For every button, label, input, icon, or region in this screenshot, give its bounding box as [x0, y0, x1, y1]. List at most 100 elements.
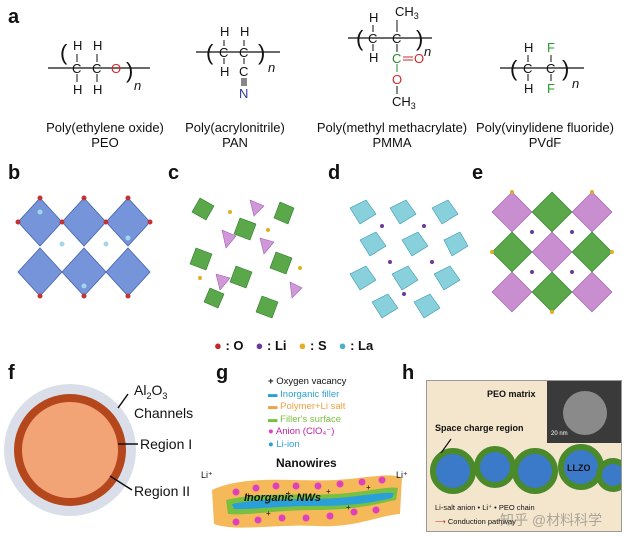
svg-text:C: C: [546, 61, 555, 76]
panel-h-frame: PEO matrix 20 nm Space charge region LLZ…: [426, 380, 622, 532]
svg-text:H: H: [524, 40, 533, 55]
watermark: 知乎 @材料科学: [500, 512, 603, 528]
atom-o: O: [111, 61, 121, 76]
legend-filler-surface: ▬ Filler's surface: [268, 413, 342, 425]
pmma-structure: ( H C H CH3 C C O O CH3 ) n: [348, 4, 432, 111]
polymer-caption-pvdf: Poly(vinylidene fluoride)PVdF: [475, 120, 614, 150]
panel-label-d: d: [328, 162, 341, 184]
svg-text:(: (: [510, 56, 518, 81]
svg-text:H: H: [220, 64, 229, 79]
svg-text:C: C: [392, 31, 401, 46]
llzo-particles: [430, 438, 621, 494]
panel-label-b: b: [8, 162, 21, 184]
svg-text:F: F: [547, 81, 555, 96]
bracket: ): [126, 58, 133, 83]
polymer-structures: ( H C H H C H O ) n ( H C H H C: [48, 4, 584, 111]
li-plus-left: Li⁺: [201, 470, 213, 480]
svg-text:n: n: [424, 44, 431, 59]
svg-text:H: H: [369, 50, 378, 65]
svg-text:CH3: CH3: [392, 94, 416, 111]
space-charge-label: Space charge region: [435, 423, 524, 433]
panel-label-f: f: [8, 362, 15, 384]
legend-s: ● : S: [298, 338, 327, 353]
atom-h: H: [93, 38, 102, 53]
svg-text:): ): [258, 40, 265, 65]
crystal-structures: [15, 190, 614, 319]
svg-text:C: C: [368, 31, 377, 46]
svg-text:C: C: [523, 61, 532, 76]
legend-oxygen-vacancy: + Oxygen vacancy: [268, 376, 347, 387]
svg-text:C: C: [219, 45, 228, 60]
crystal-structure-b: [15, 195, 153, 299]
svg-text:H: H: [220, 24, 229, 39]
atom-c: C: [72, 61, 81, 76]
bracket: (: [60, 40, 68, 65]
atom-f: F: [547, 40, 555, 55]
atom-n: N: [239, 86, 248, 101]
svg-text:+: +: [366, 483, 371, 492]
pan-structure: ( H C H H C C N ) n: [196, 24, 280, 101]
svg-text:): ): [562, 56, 569, 81]
crystal-structure-c: [189, 197, 303, 319]
svg-text:+: +: [266, 509, 271, 518]
region-i-label: Region I: [140, 436, 193, 452]
panel-label-e: e: [472, 162, 484, 184]
panel-g-legend: + Oxygen vacancy ▬ Inorganic filler ▬ Po…: [268, 376, 346, 451]
panel-label-a: a: [8, 6, 20, 28]
llzo-label: LLZO: [567, 463, 591, 473]
svg-text:O: O: [392, 72, 402, 87]
atom-h: H: [73, 82, 82, 97]
region-i-core: [22, 402, 118, 498]
legend-inorganic-filler: ▬ Inorganic filler: [268, 388, 340, 400]
panel-label-h: h: [402, 362, 415, 384]
svg-text:+: +: [286, 489, 291, 498]
panel-label-g: g: [216, 362, 229, 384]
legend-o: ● : O: [214, 338, 244, 353]
svg-text:H: H: [240, 24, 249, 39]
svg-text:): ): [416, 26, 423, 51]
svg-text:O: O: [414, 51, 424, 66]
nanowires-label: Nanowires: [276, 456, 337, 470]
repeat-n: n: [134, 78, 141, 93]
pvdf-structure: ( H C H F C F ) n: [500, 40, 584, 96]
svg-text:C: C: [239, 45, 248, 60]
atom-h: H: [73, 38, 82, 53]
conduction-pathway-legend: ⟶ Conduction pathway: [435, 517, 516, 526]
scale-bar-label: 20 nm: [551, 431, 568, 437]
svg-text:+: +: [326, 487, 331, 496]
svg-text:n: n: [572, 76, 579, 91]
li-plus-right: Li⁺: [396, 470, 408, 480]
svg-text:H: H: [524, 81, 533, 96]
al2o3-channels-label: Al2O3 Channels: [134, 382, 194, 421]
svg-text:+: +: [246, 491, 251, 500]
tem-inset: 20 nm: [547, 381, 621, 443]
region-ii-label: Region II: [134, 483, 191, 499]
crystal-structure-d: [349, 199, 469, 319]
legend-li: ● : Li: [255, 338, 287, 353]
peo-structure: ( H C H H C H O ) n: [48, 38, 150, 97]
nanowire-diagram: + + + + + +: [212, 475, 402, 528]
legend-anion: ● Anion (ClO₄⁻): [268, 426, 335, 437]
svg-text:+: +: [346, 503, 351, 512]
legend-polymer-li-salt: ▬ Polymer+Li salt: [268, 401, 346, 412]
panel-h-legend: Li-salt anion • Li⁺ • PEO chain: [435, 503, 535, 512]
atom-h: H: [93, 82, 102, 97]
legend-la: ● : La: [338, 338, 374, 353]
svg-text:C: C: [392, 51, 401, 66]
crystal-structure-e: [490, 190, 614, 314]
peo-matrix-label: PEO matrix: [487, 389, 536, 399]
atom-c: C: [92, 61, 101, 76]
inorganic-nw-core: [232, 492, 394, 510]
panel-f-diagram: [4, 384, 138, 516]
svg-text:n: n: [268, 60, 275, 75]
svg-text:(: (: [206, 40, 214, 65]
inorganic-nws-label: Inorganic NWs: [244, 492, 322, 504]
svg-text:CH3: CH3: [395, 4, 419, 21]
legend-li-ion: ● Li-ion: [268, 438, 300, 450]
svg-text:H: H: [369, 10, 378, 25]
polymer-caption-pmma: Poly(methyl methacrylate)PMMA: [316, 120, 468, 150]
polymer-caption-peo: Poly(ethylene oxide)PEO: [46, 120, 164, 150]
svg-text:C: C: [239, 64, 248, 79]
polymer-caption-pan: Poly(acrylonitrile)PAN: [185, 120, 285, 150]
svg-text:(: (: [356, 26, 364, 51]
